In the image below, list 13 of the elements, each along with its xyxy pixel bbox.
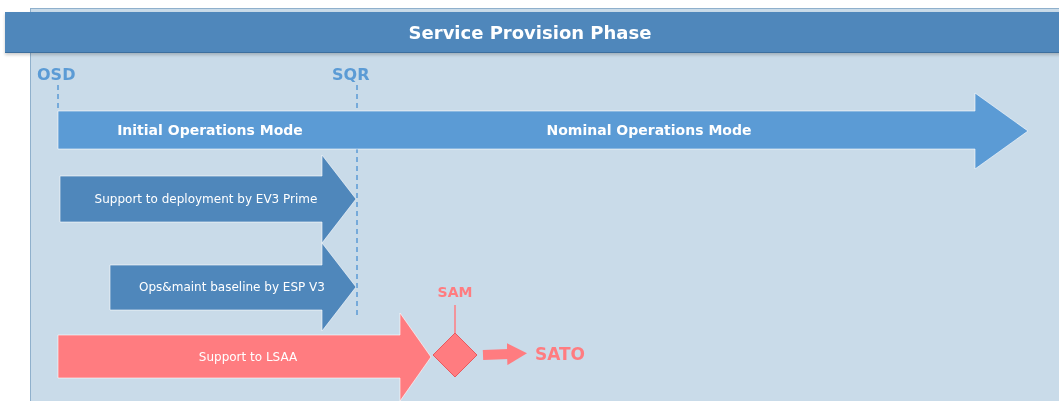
arrow-label: Support to deployment by EV3 Prime: [94, 192, 318, 206]
connector-line: [454, 304, 456, 334]
arrow-label: Support to LSAA: [198, 350, 298, 364]
milestone-label: SQR: [332, 65, 370, 84]
milestone-label: SATO: [533, 342, 587, 366]
arrow: [482, 343, 527, 366]
milestone-label: OSD: [37, 65, 76, 84]
arrow-label: Ops&maint baseline by ESP V3: [139, 280, 325, 294]
arrow-label: Initial Operations Mode: [117, 122, 303, 138]
diagram-title: Service Provision Phase: [408, 21, 652, 43]
diamond-shape: [433, 333, 477, 377]
arrow-label: Nominal Operations Mode: [546, 122, 752, 138]
milestone-label: SAM: [435, 282, 475, 302]
